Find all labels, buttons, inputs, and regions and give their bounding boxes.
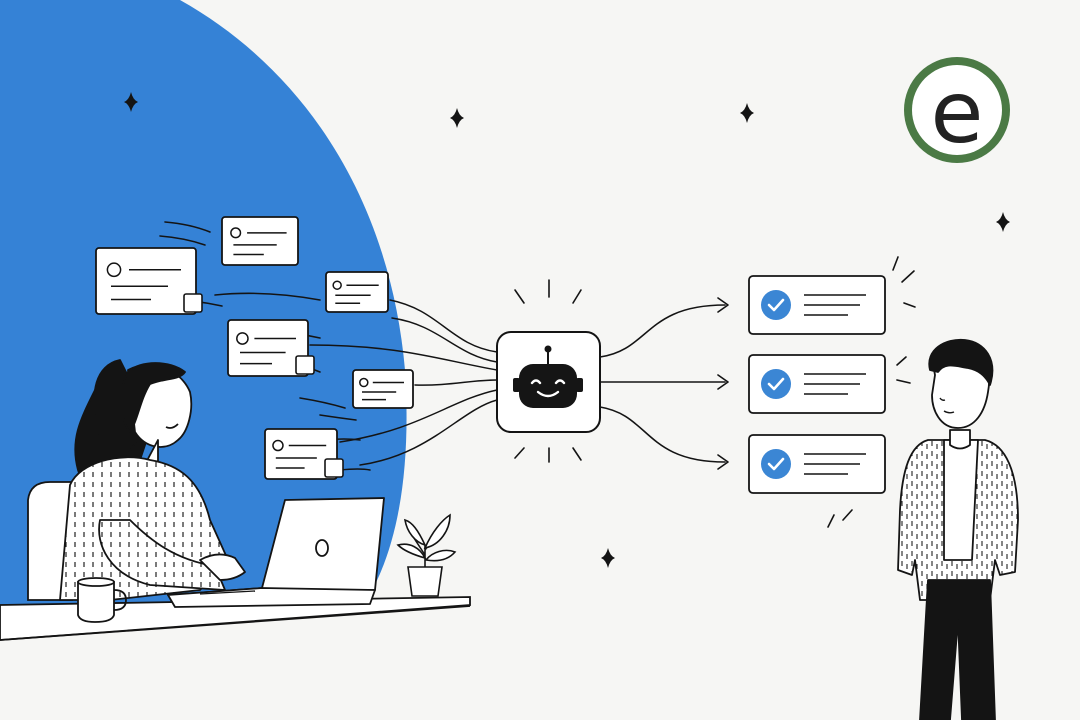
message-card bbox=[95, 247, 203, 315]
sparkle-icon bbox=[601, 548, 615, 568]
message-card bbox=[221, 216, 299, 266]
check-circle-icon bbox=[761, 290, 791, 320]
robot-head-icon bbox=[513, 345, 583, 408]
check-circle-icon bbox=[761, 449, 791, 479]
message-card bbox=[325, 271, 389, 313]
check-circle-icon bbox=[761, 369, 791, 399]
connector-lines-in bbox=[309, 299, 498, 466]
task-card bbox=[748, 275, 886, 335]
woman-at-laptop bbox=[59, 359, 246, 601]
potted-plant-icon bbox=[396, 513, 457, 597]
sparkle-icon bbox=[124, 92, 138, 112]
message-card bbox=[227, 319, 315, 377]
sparkle-icon bbox=[740, 103, 754, 123]
man-standing bbox=[897, 338, 1019, 720]
sparkles-group bbox=[124, 92, 1010, 568]
chair bbox=[27, 481, 73, 601]
task-card bbox=[748, 434, 886, 494]
message-card bbox=[352, 369, 414, 409]
message-card bbox=[264, 428, 344, 480]
task-card bbox=[748, 354, 886, 414]
coffee-mug-icon bbox=[77, 577, 127, 623]
robot-agent bbox=[496, 279, 601, 463]
laptop-icon bbox=[167, 497, 385, 608]
brand-logo: e bbox=[904, 57, 1010, 163]
sparkle-icon bbox=[996, 212, 1010, 232]
sparkle-icon bbox=[450, 108, 464, 128]
logo-letter: e bbox=[931, 63, 984, 163]
connector-arrows-out bbox=[599, 297, 729, 470]
